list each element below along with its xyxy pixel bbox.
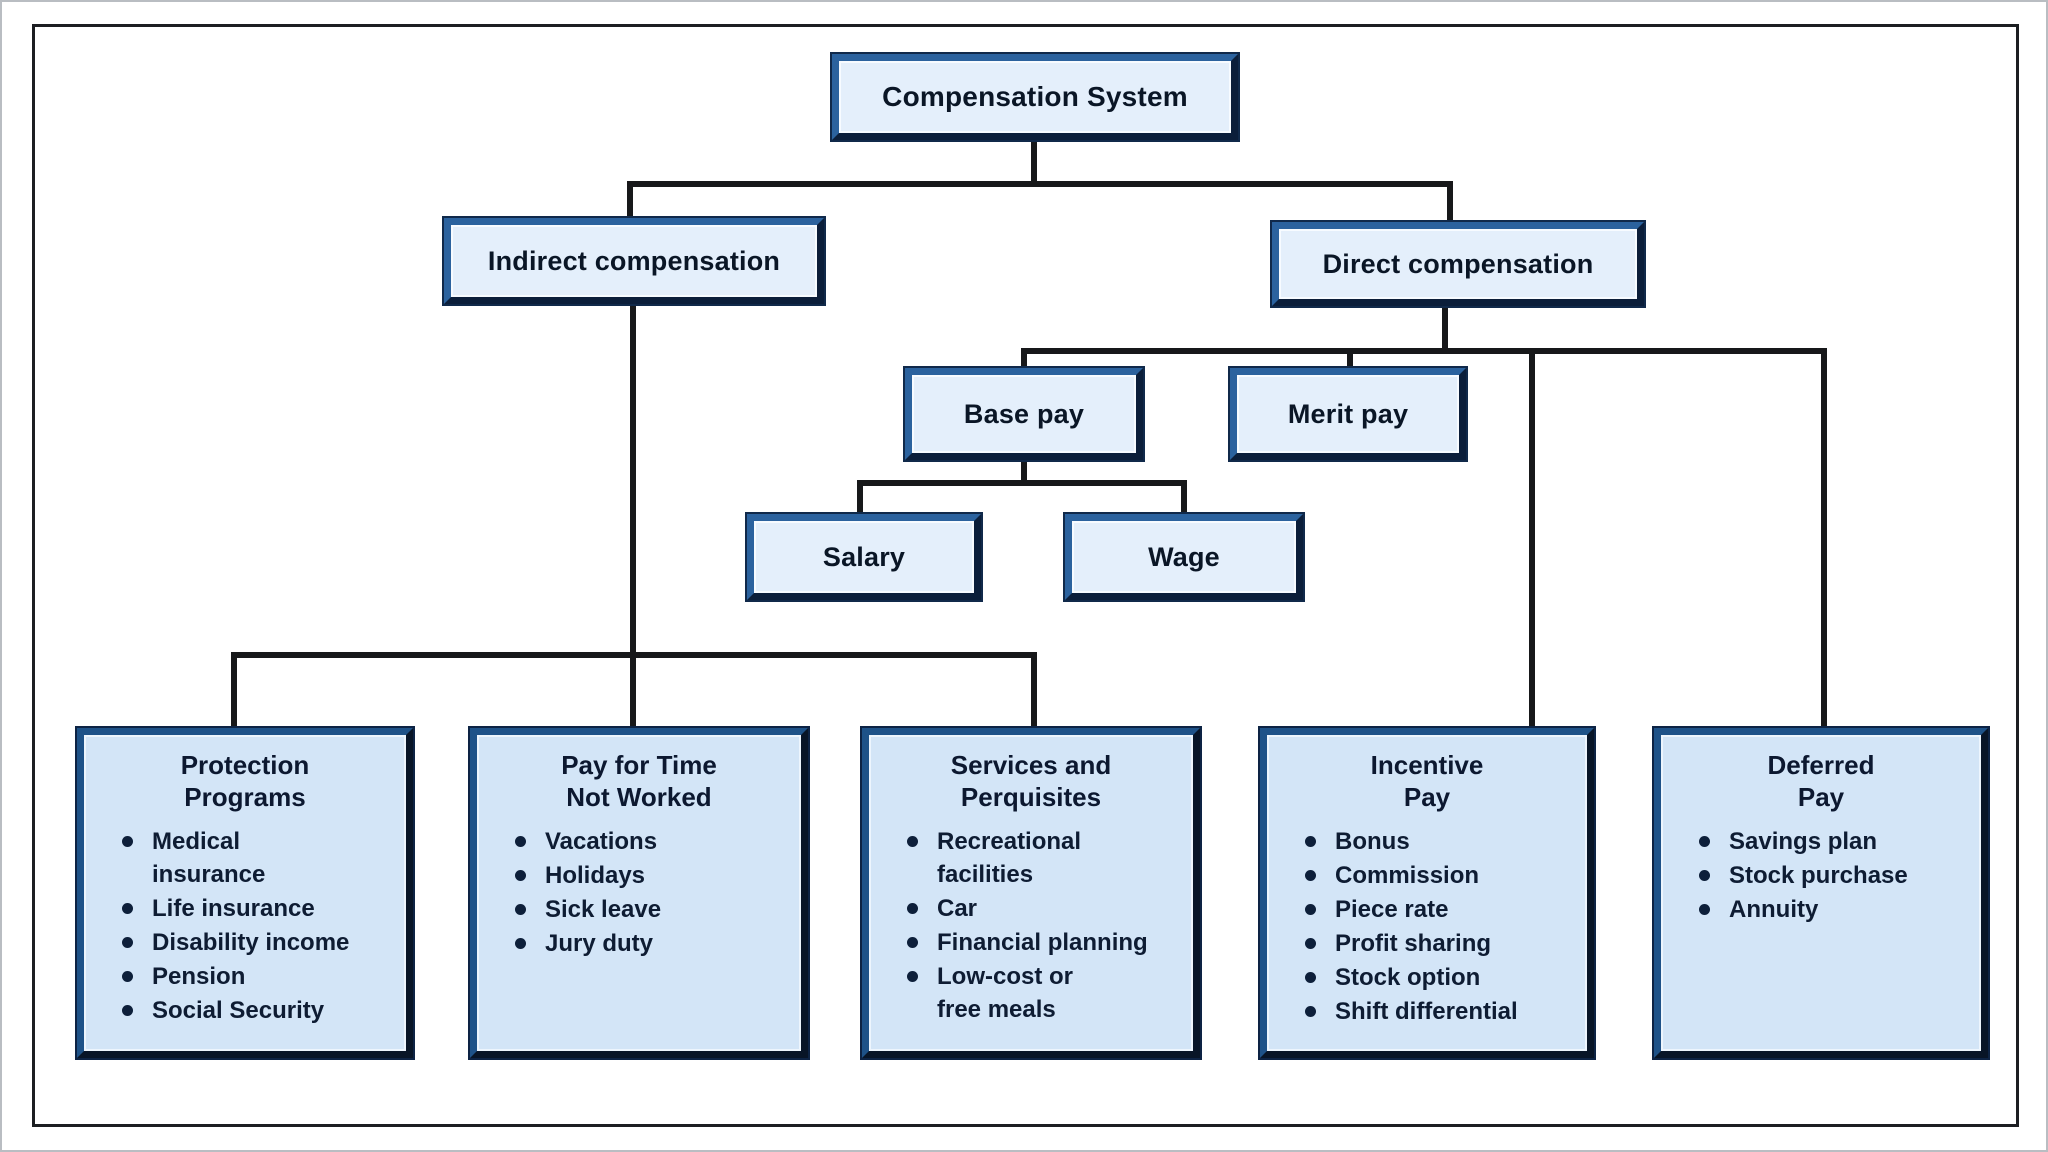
list-item: Savings plan	[1691, 825, 1967, 858]
list-item: Stock option	[1297, 961, 1573, 994]
node-base-pay: Base pay	[903, 366, 1145, 462]
connector-services-drop	[1031, 652, 1037, 732]
connector-direct-children-horizontal	[1021, 348, 1827, 354]
list-item: Social Security	[114, 994, 392, 1027]
node-direct-compensation-label: Direct compensation	[1322, 248, 1594, 279]
node-compensation-system: Compensation System	[830, 52, 1240, 142]
list-item: Sick leave	[507, 893, 787, 926]
node-indirect-compensation: Indirect compensation	[442, 216, 826, 306]
list-item: Profit sharing	[1297, 927, 1573, 960]
list-item: Recreational facilities	[899, 825, 1179, 891]
node-base-pay-label: Base pay	[963, 398, 1085, 429]
connector-merit-pay-drop	[1347, 348, 1353, 372]
node-compensation-system-label: Compensation System	[882, 81, 1188, 112]
list-item: Piece rate	[1297, 893, 1573, 926]
connector-root-stub	[1031, 138, 1037, 186]
leaf-box-protection-programs: Protection Programs Medical insurance Li…	[75, 726, 415, 1060]
connector-base-pay-drop	[1021, 348, 1027, 372]
list-item: Disability income	[114, 926, 392, 959]
leaf-title-protection-programs: Protection Programs	[180, 750, 310, 812]
node-indirect-compensation-label: Indirect compensation	[487, 245, 781, 276]
connector-direct-drop	[1447, 181, 1453, 225]
list-item: Commission	[1297, 859, 1573, 892]
connector-salary-drop	[857, 480, 863, 518]
connector-level1-horizontal	[627, 181, 1453, 187]
leaf-box-deferred-pay: Deferred Pay Savings plan Stock purchase…	[1652, 726, 1990, 1060]
node-salary: Salary	[745, 512, 983, 602]
list-item: Pension	[114, 960, 392, 993]
connector-base-pay-stub	[1021, 456, 1027, 486]
leaf-box-pay-for-time-not-worked: Pay for Time Not Worked Vacations Holida…	[468, 726, 810, 1060]
leaf-title-pay-for-time-not-worked: Pay for Time Not Worked	[561, 750, 717, 812]
leaf-items-protection-programs: Medical insurance Life insurance Disabil…	[92, 825, 398, 1027]
leaf-items-services-and-perquisites: Recreational facilities Car Financial pl…	[877, 825, 1185, 1026]
list-item: Shift differential	[1297, 995, 1573, 1028]
leaf-items-pay-for-time-not-worked: Vacations Holidays Sick leave Jury duty	[485, 825, 793, 960]
node-wage-label: Wage	[1148, 541, 1220, 572]
connector-wage-drop	[1181, 480, 1187, 518]
list-item: Holidays	[507, 859, 787, 892]
leaf-items-deferred-pay: Savings plan Stock purchase Annuity	[1669, 825, 1973, 926]
node-direct-compensation: Direct compensation	[1270, 220, 1646, 308]
node-salary-label: Salary	[822, 541, 906, 572]
leaf-box-incentive-pay: Incentive Pay Bonus Commission Piece rat…	[1258, 726, 1596, 1060]
connector-deferred-pay-line	[1821, 348, 1827, 732]
list-item: Financial planning	[899, 926, 1179, 959]
list-item: Medical insurance	[114, 825, 392, 891]
leaf-title-incentive-pay: Incentive Pay	[1370, 750, 1484, 812]
connector-indirect-stub	[630, 300, 636, 732]
list-item: Life insurance	[114, 892, 392, 925]
leaf-title-services-and-perquisites: Services and Perquisites	[950, 750, 1112, 812]
list-item: Jury duty	[507, 927, 787, 960]
connector-indirect-drop	[627, 181, 633, 221]
list-item: Car	[899, 892, 1179, 925]
list-item: Vacations	[507, 825, 787, 858]
node-merit-pay: Merit pay	[1228, 366, 1468, 462]
list-item: Low-cost or free meals	[899, 960, 1179, 1026]
connector-base-children-horizontal	[857, 480, 1187, 486]
node-merit-pay-label: Merit pay	[1287, 398, 1409, 429]
leaf-title-deferred-pay: Deferred Pay	[1767, 750, 1875, 812]
list-item: Bonus	[1297, 825, 1573, 858]
diagram-frame	[32, 24, 2019, 1127]
list-item: Annuity	[1691, 893, 1967, 926]
list-item: Stock purchase	[1691, 859, 1967, 892]
leaf-items-incentive-pay: Bonus Commission Piece rate Profit shari…	[1275, 825, 1579, 1028]
connector-indirect-children-horizontal	[231, 652, 1037, 658]
node-wage: Wage	[1063, 512, 1305, 602]
leaf-box-services-and-perquisites: Services and Perquisites Recreational fa…	[860, 726, 1202, 1060]
connector-incentive-pay-line	[1529, 348, 1535, 732]
connector-protection-drop	[231, 652, 237, 732]
connector-direct-stub	[1442, 302, 1448, 354]
